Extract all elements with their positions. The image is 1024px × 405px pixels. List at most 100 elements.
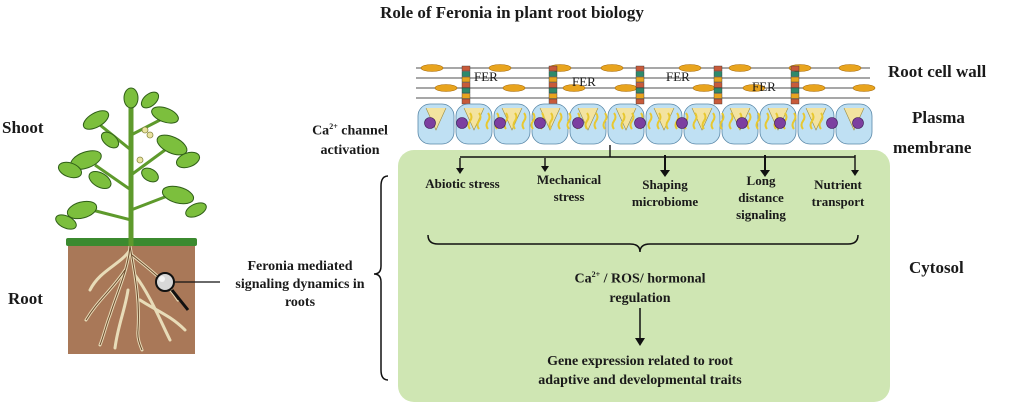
regulation-arrow [635,308,645,346]
plant-illustration [55,87,220,354]
lipid-squiggle [485,112,491,130]
channel-funnel [425,107,447,131]
fer-segment [635,93,645,99]
cell-wall-oval [802,84,826,92]
cytosol-region [398,150,890,402]
fer-label-2: FER [572,74,596,89]
lipid-squiggle [692,112,698,130]
vesicle [456,117,468,129]
fer-label-3: FER [666,69,690,84]
vesicle [572,117,584,129]
figure-title: Role of Feronia in plant root biology [380,3,644,22]
lipid-squiggle [764,112,770,130]
fer-segment [713,93,723,99]
lipid-squiggle [791,112,797,130]
vesicle [494,117,506,129]
gene-expression-label: Gene expression related to root adaptive… [538,354,742,388]
lipid-squiggle [710,112,716,130]
vesicle [534,117,546,129]
outcomes-brace [427,234,859,253]
cell-wall-oval [838,64,862,72]
fer-segment [461,76,471,83]
lipid-squiggle [719,112,725,130]
lipid-squiggle [656,112,662,130]
fer-segment [548,76,558,83]
outcome-mechanical-stress: Mechanical stress [536,172,602,204]
fer-segment [548,93,558,99]
outcome-shaping-microbiome: Shaping microbiome [631,177,699,209]
lipid-squiggle [593,112,599,130]
fer-segment [635,71,645,77]
fer-segment [548,71,558,77]
fer-label-4: FER [752,79,776,94]
cell-wall-oval [614,84,638,92]
cell-wall-oval [692,84,716,92]
fer-segment [461,87,471,94]
fer-segment [635,76,645,83]
shoot-label: Shoot [2,118,44,137]
fer-segment [790,98,800,105]
lipid-squiggle [728,112,734,130]
cell-wall-oval [852,84,876,92]
fer-segment [461,98,471,105]
outcome-nutrient-transport: Nutrient transport [811,177,865,209]
fer-segment [790,76,800,83]
fer-segment [461,82,471,88]
lipid-squiggle [521,112,527,130]
lipid-squiggle [530,112,536,130]
fer-segment [548,98,558,105]
lipid-squiggle [557,112,563,130]
feronia-signaling-text: Feronia mediated signaling dynamics in r… [235,259,365,310]
left-brace [373,175,389,381]
lipid-squiggle [620,112,626,130]
cell-wall-oval [678,64,702,72]
cell-wall-oval [600,64,624,72]
lipid-squiggle [818,112,824,130]
cell-wall-oval [488,64,512,72]
fer-segment [461,65,471,72]
plasma-membrane-cells [417,103,873,145]
vesicle [634,117,646,129]
cell-wall-oval [728,64,752,72]
lipid-squiggle [809,112,815,130]
fer-segment [790,93,800,99]
root-cell-wall-label: Root cell wall [888,62,987,81]
cell-wall-oval [502,84,526,92]
fer-segment [713,82,723,88]
lipid-squiggle [602,112,608,130]
fer-segment [461,71,471,77]
fer-segment [713,76,723,83]
lipid-squiggle [701,112,707,130]
lipid-squiggle [476,112,482,130]
lipid-squiggle [566,112,572,130]
vesicle [424,117,436,129]
fer-segment [635,98,645,105]
feronia-signaling-label: Feronia mediated signaling dynamics in r… [220,258,380,312]
lipid-squiggle [647,112,653,130]
fer-segment [635,87,645,94]
fer-segment [713,71,723,77]
vesicle [736,117,748,129]
fer-segment [548,65,558,72]
regulation-label: Ca2+ / ROS/ hormonal regulation [574,270,706,306]
fer-segment [713,98,723,105]
cell-wall-oval [562,84,586,92]
fer-segment [790,82,800,88]
lipid-squiggle [629,112,635,130]
vesicle [826,117,838,129]
outcome-abiotic-stress: Abiotic stress [425,176,500,191]
fer-segment [635,65,645,72]
lipid-squiggle [800,112,806,130]
ca-channel-label: Ca2+ channel activation [312,122,388,158]
cell-wall-oval [420,64,444,72]
fer-segment [790,71,800,77]
fer-label-1: FER [474,69,498,84]
fer-segment [713,65,723,72]
plant-leaves [55,87,207,230]
fer-segment [713,87,723,94]
fer-receptors [461,65,800,105]
root-label: Root [8,289,43,308]
fer-segment [548,82,558,88]
lipid-squiggle [611,112,617,130]
